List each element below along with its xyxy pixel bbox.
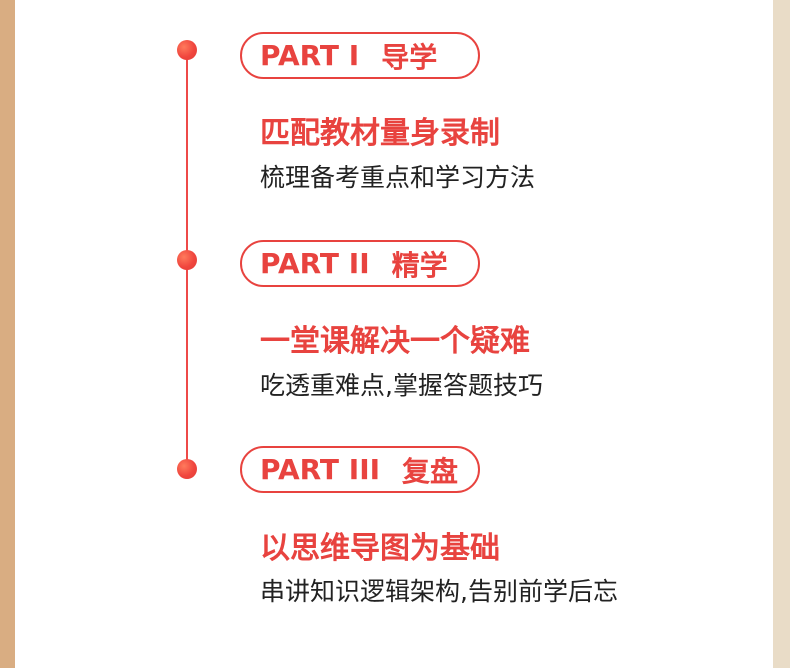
part-badge-2: PART II 精学 <box>240 240 480 287</box>
part-badge-3: PART III 复盘 <box>240 446 480 493</box>
stage-label-3: 复盘 <box>402 454 459 488</box>
section-heading-1: 匹配教材量身录制 <box>260 116 500 151</box>
timeline-dot-3 <box>177 459 197 479</box>
part-label-3: PART III <box>260 453 381 486</box>
section-description-1: 梳理备考重点和学习方法 <box>260 163 536 192</box>
part-badge-1: PART I 导学 <box>240 32 480 79</box>
right-border-strip <box>773 0 790 668</box>
part-label-2: PART II <box>260 247 370 280</box>
section-heading-2: 一堂课解决一个疑难 <box>260 324 530 359</box>
section-description-2: 吃透重难点,掌握答题技巧 <box>260 371 543 400</box>
section-heading-3: 以思维导图为基础 <box>260 531 500 566</box>
timeline-dot-2 <box>177 250 197 270</box>
section-description-3: 串讲知识逻辑架构,告别前学后忘 <box>260 577 618 606</box>
left-border-strip <box>0 0 15 668</box>
part-label-1: PART I <box>260 39 360 72</box>
timeline-dot-1 <box>177 40 197 60</box>
stage-label-2: 精学 <box>391 248 448 282</box>
stage-label-1: 导学 <box>381 40 438 74</box>
